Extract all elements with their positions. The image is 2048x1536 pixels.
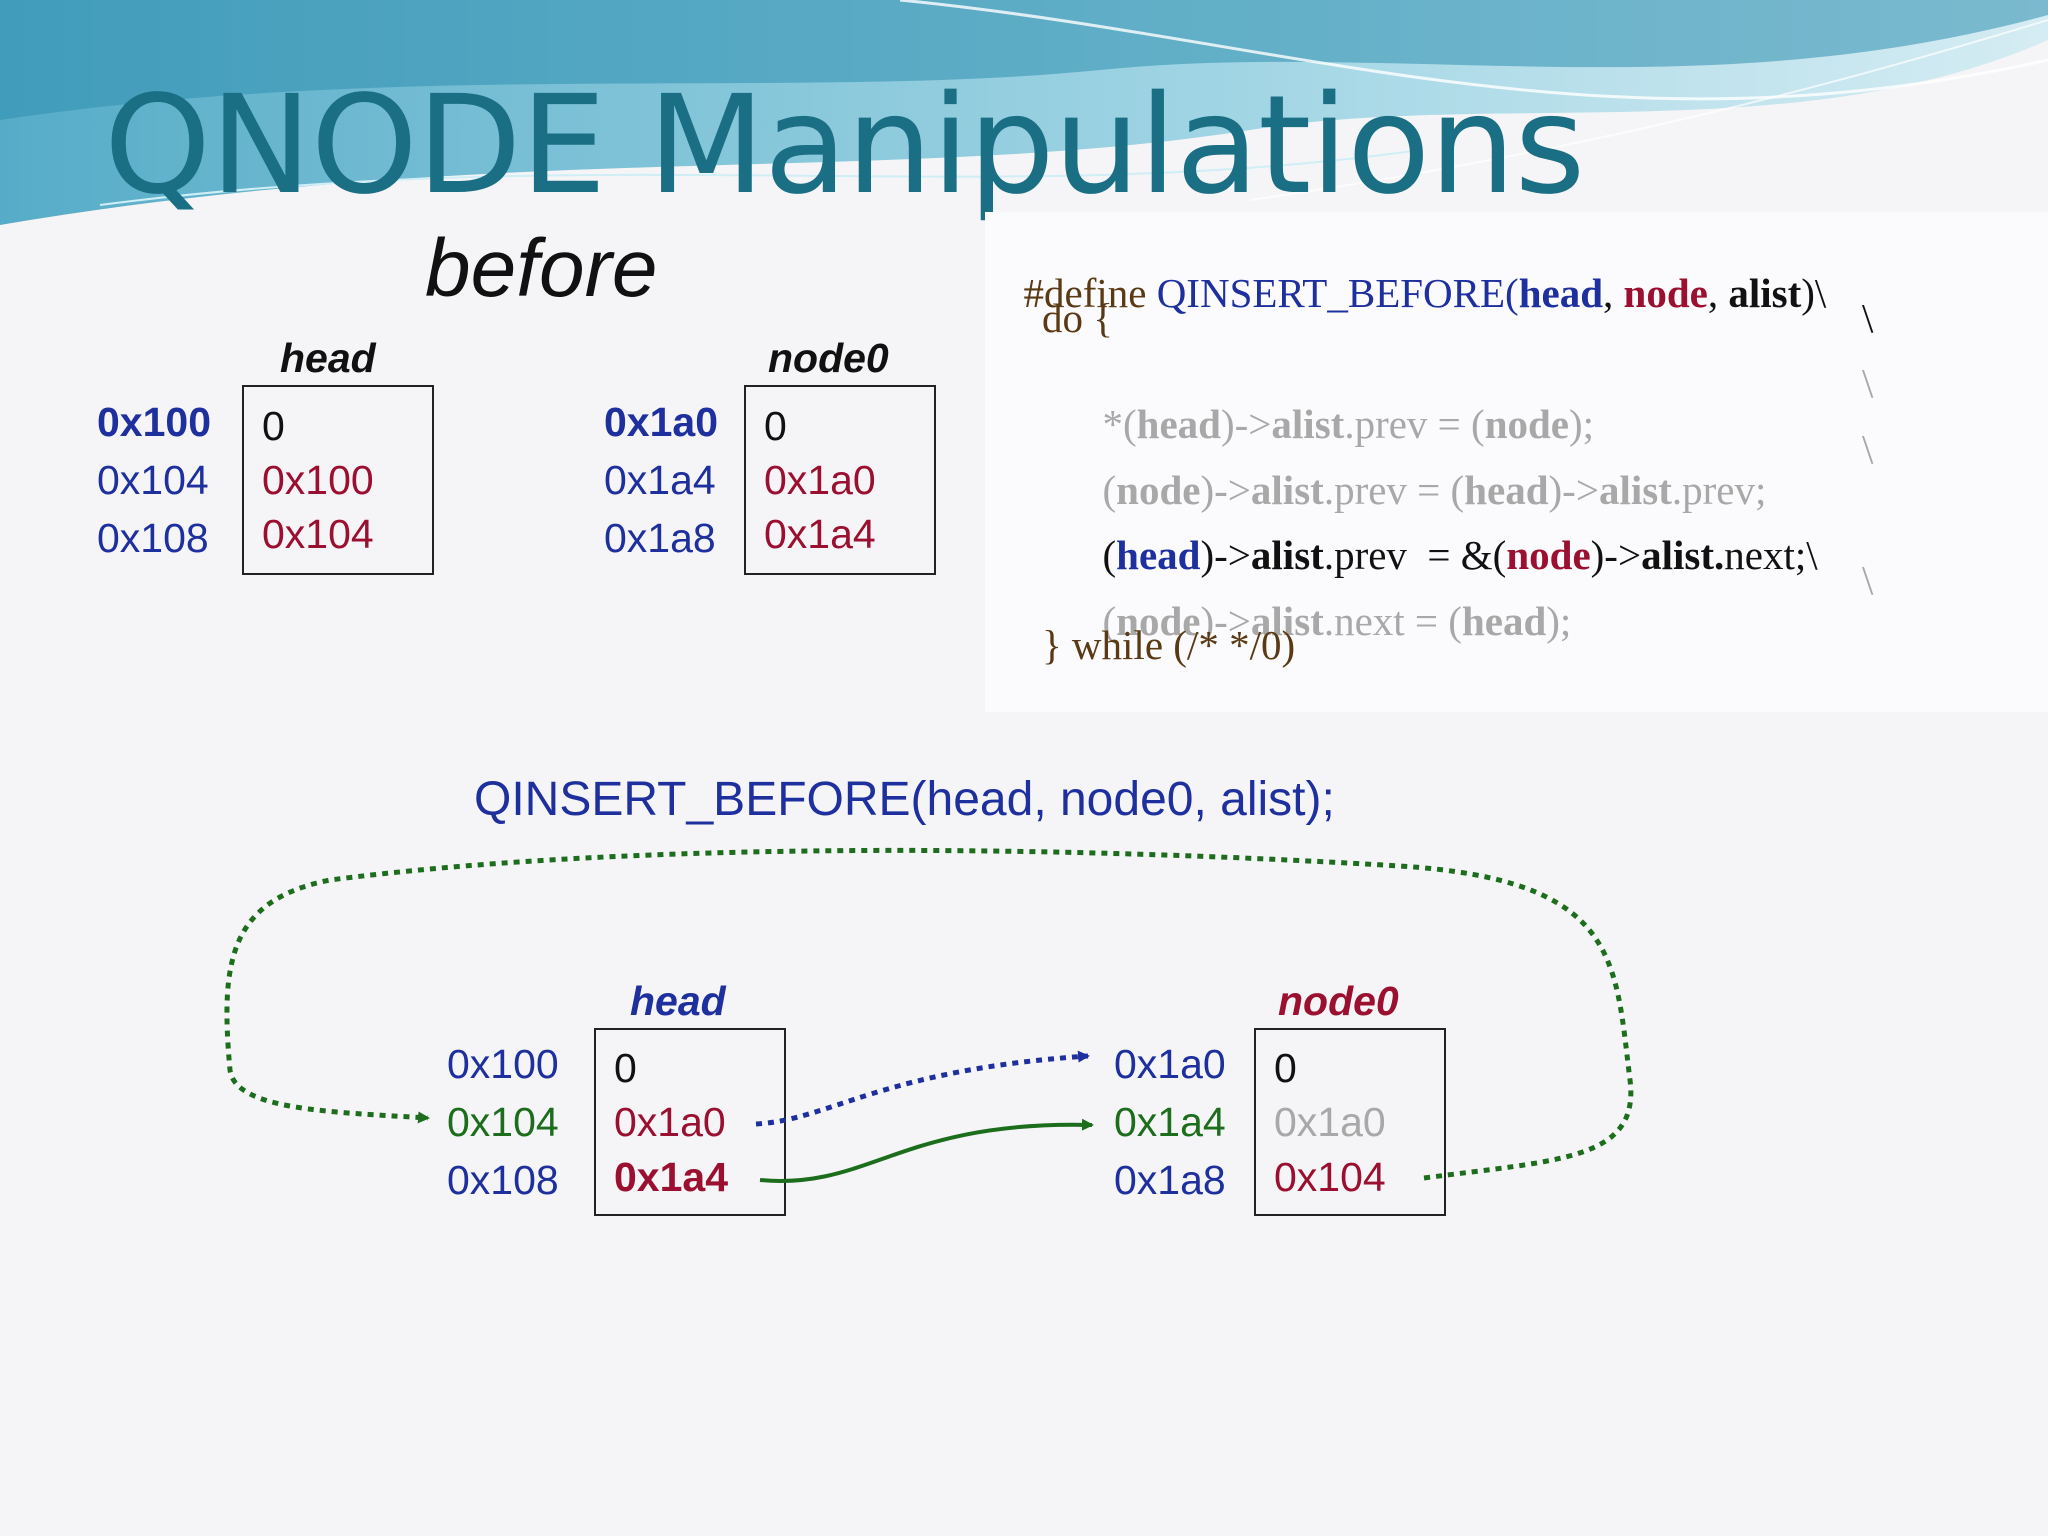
- after-head-addr-2: 0x108: [447, 1157, 559, 1203]
- code-line-1-backslash: \: [1862, 360, 1874, 406]
- before-head-addr-1: 0x104: [97, 457, 209, 503]
- before-node0-val-2: 0x1a4: [764, 511, 876, 557]
- before-node0-val-1: 0x1a0: [764, 457, 876, 503]
- before-head-addr-2: 0x108: [97, 515, 209, 561]
- after-head-val-0: 0: [614, 1045, 637, 1091]
- after-node0-val-2: 0x104: [1274, 1154, 1386, 1200]
- before-node0-addr-0: 0x1a0: [604, 399, 719, 445]
- after-head-addr-0: 0x100: [447, 1041, 559, 1087]
- code-do-backslash: \: [1862, 295, 1874, 341]
- before-head-val-1: 0x100: [262, 457, 374, 503]
- before-head-addr-0: 0x100: [97, 399, 212, 445]
- before-node0-addr-1: 0x1a4: [604, 457, 716, 503]
- before-head-val-0: 0: [262, 403, 285, 449]
- before-node0-box: [744, 385, 936, 575]
- after-node0-title: node0: [1278, 978, 1399, 1024]
- after-node0-addr-0: 0x1a0: [1114, 1041, 1226, 1087]
- after-node0-addr-1: 0x1a4: [1114, 1099, 1226, 1145]
- code-line-while: } while (/* */0): [1042, 622, 1296, 668]
- before-label: before: [425, 223, 658, 314]
- code-line-2-backslash: \: [1862, 426, 1874, 472]
- arrow-node0-next-to-head: [224, 847, 1634, 1181]
- before-node0-title: node0: [768, 335, 889, 381]
- after-head-val-1: 0x1a0: [614, 1099, 726, 1145]
- after-head-title: head: [630, 978, 726, 1024]
- arrow-head-next-to-node0: [755, 1050, 1090, 1127]
- before-node0-addr-2: 0x1a8: [604, 515, 716, 561]
- code-line-1: *(head)->alist.prev = (node);: [1102, 401, 1595, 447]
- arrow-head-prev-to-node0: [759, 1118, 1094, 1183]
- after-node0-val-1: 0x1a0: [1274, 1099, 1386, 1145]
- code-line-4-backslash: \: [1862, 557, 1874, 603]
- code-line-3: (head)->alist.prev = &(node)->alist.next…: [1102, 532, 1818, 578]
- code-line-2: (node)->alist.prev = (head)->alist.prev;: [1102, 467, 1767, 513]
- after-node0-box: [1254, 1028, 1446, 1216]
- code-line-define: #define QINSERT_BEFORE(head, node, alist…: [1023, 270, 1827, 316]
- after-node0-addr-2: 0x1a8: [1114, 1157, 1226, 1203]
- before-head-val-2: 0x104: [262, 511, 374, 557]
- code-line-4: (node)->alist.next = (head);: [1102, 598, 1572, 644]
- slide-title: QNODE Manipulations: [104, 67, 1585, 225]
- before-head-box: [242, 385, 434, 575]
- code-line-do: do {: [1042, 295, 1113, 341]
- after-head-val-2: 0x1a4: [614, 1154, 729, 1200]
- header-wave-decoration: [0, 0, 2048, 225]
- before-node0-val-0: 0: [764, 403, 787, 449]
- after-head-addr-1: 0x104: [447, 1099, 559, 1145]
- before-head-title: head: [280, 335, 376, 381]
- call-statement: QINSERT_BEFORE(head, node0, alist);: [474, 773, 1335, 826]
- after-node0-val-0: 0: [1274, 1045, 1297, 1091]
- macro-code-panel: [985, 212, 2048, 712]
